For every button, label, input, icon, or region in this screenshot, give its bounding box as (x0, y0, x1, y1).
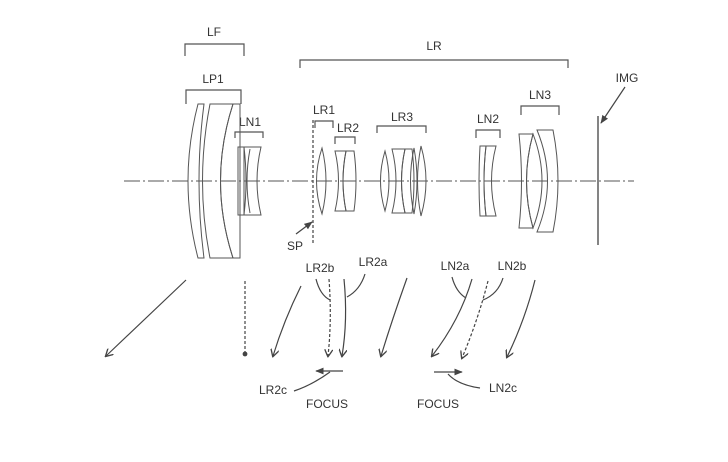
lens-LR3 (380, 145, 427, 217)
label-SP: SP (287, 239, 303, 253)
label-LF: LF (207, 25, 221, 39)
label-focus-left: FOCUS (306, 397, 348, 411)
lens-LP1 (187, 103, 241, 259)
label-LR: LR (426, 39, 442, 53)
label-LN1: LN1 (239, 115, 261, 129)
label-LR3: LR3 (391, 110, 413, 124)
label-LN2a: LN2a (441, 259, 470, 273)
lens-LN3 (518, 129, 559, 233)
movement-LR3 (381, 277, 408, 356)
label-LN2c: LN2c (489, 381, 517, 395)
bracket-LR3: LR3 (376, 110, 427, 133)
bracket-LR2: LR2 (334, 121, 359, 144)
label-LR2c: LR2c (259, 383, 287, 397)
label-LP1: LP1 (202, 72, 224, 86)
movement-LN2: LN2a LN2b (432, 259, 527, 358)
label-LR1: LR1 (313, 103, 335, 117)
movement-LR2: LR2b LR2a (306, 255, 388, 356)
bracket-LF: LF (184, 25, 245, 56)
aperture-stop-SP: SP (287, 120, 314, 253)
label-LN3: LN3 (529, 88, 551, 102)
bracket-LP1: LP1 (185, 72, 242, 104)
bracket-LR1: LR1 (313, 103, 335, 128)
focus-arrow-LN2: LN2c FOCUS (417, 368, 517, 411)
bracket-LN2: LN2 (475, 112, 501, 138)
movement-LR1 (273, 285, 302, 356)
lens-LN1 (237, 146, 262, 216)
label-focus-right: FOCUS (417, 397, 459, 411)
bracket-LN1: LN1 (234, 115, 264, 138)
movement-LP1 (106, 279, 187, 356)
bracket-LR: LR (299, 39, 569, 68)
label-LR2a: LR2a (359, 255, 388, 269)
focus-arrow-LR2: LR2c FOCUS (259, 367, 348, 411)
bracket-LN3: LN3 (520, 88, 560, 115)
image-plane-IMG: IMG (597, 71, 639, 245)
lens-LR2 (334, 150, 357, 212)
label-LR2b: LR2b (306, 261, 335, 275)
label-IMG: IMG (616, 71, 639, 85)
label-LN2: LN2 (477, 112, 499, 126)
lens-LR1 (316, 146, 327, 216)
lens-LN2 (478, 145, 497, 217)
label-LN2b: LN2b (498, 259, 527, 273)
label-LR2: LR2 (337, 121, 359, 135)
movement-LN3 (507, 279, 536, 357)
